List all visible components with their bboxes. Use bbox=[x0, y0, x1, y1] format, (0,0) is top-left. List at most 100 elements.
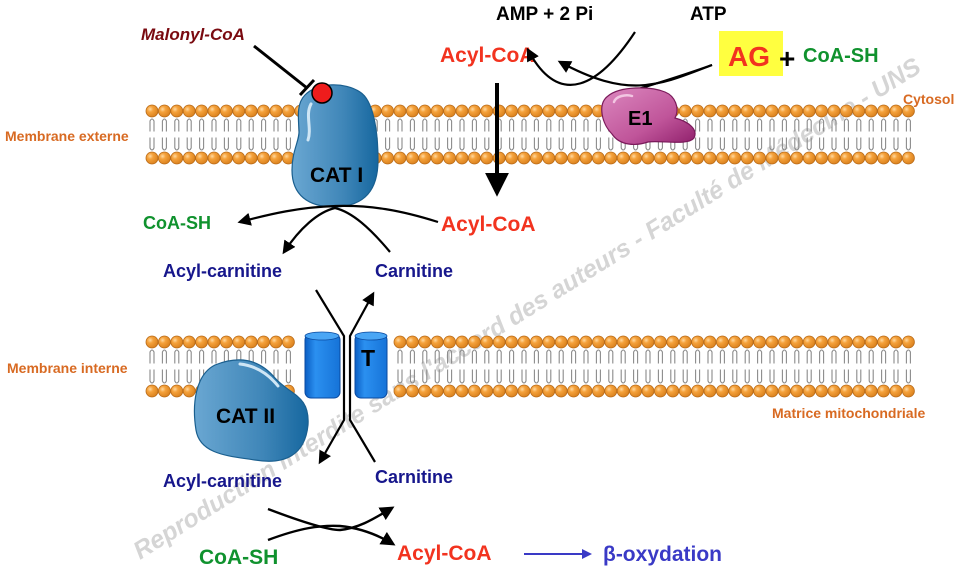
lipid-head bbox=[269, 335, 283, 349]
lipid-tail bbox=[757, 349, 763, 384]
carnitine-transport-line bbox=[348, 291, 376, 463]
lipid-head bbox=[654, 151, 667, 165]
lipid-tail bbox=[484, 118, 490, 151]
lipid-head bbox=[654, 384, 667, 398]
matrix-label: Matrice mitochondriale bbox=[772, 405, 925, 421]
malonyl-binding-site bbox=[311, 82, 333, 104]
lipid-head bbox=[542, 104, 556, 118]
lipid-tail bbox=[843, 118, 849, 151]
lipid-head bbox=[480, 104, 494, 118]
lipid-tail bbox=[670, 349, 676, 384]
lipid-tail bbox=[236, 118, 242, 151]
lipid-tail bbox=[707, 349, 713, 384]
lipid-tail bbox=[620, 349, 626, 384]
inner-membrane bbox=[145, 335, 915, 398]
lipid-head bbox=[902, 335, 915, 349]
lipid-head bbox=[877, 104, 890, 118]
lipid-head bbox=[480, 151, 494, 165]
lipid-tail bbox=[385, 118, 391, 151]
lipid-head bbox=[207, 151, 221, 165]
lipid-head bbox=[753, 104, 766, 118]
lipid-head bbox=[269, 151, 283, 165]
e1-enzyme: E1 bbox=[601, 87, 696, 145]
lipid-head bbox=[703, 335, 717, 349]
lipid-head bbox=[778, 335, 791, 349]
carnitine-intermembrane-label: Carnitine bbox=[375, 261, 453, 281]
lipid-head bbox=[666, 151, 680, 165]
lipid-head bbox=[815, 104, 828, 118]
lipid-head bbox=[740, 335, 754, 349]
lipid-tail bbox=[757, 118, 763, 151]
lipid-head bbox=[889, 384, 903, 398]
lipid-head bbox=[678, 151, 692, 165]
lipid-head bbox=[765, 104, 779, 118]
lipid-head bbox=[517, 151, 531, 165]
lipid-head bbox=[703, 104, 717, 118]
lipid-tail bbox=[397, 118, 403, 151]
lipid-head bbox=[567, 335, 580, 349]
lipid-head bbox=[840, 384, 853, 398]
lipid-head bbox=[728, 384, 742, 398]
lipid-head bbox=[480, 384, 494, 398]
lipid-head bbox=[666, 335, 680, 349]
lipid-tail bbox=[422, 349, 428, 384]
lipid-tail bbox=[223, 118, 229, 151]
lipid-tail bbox=[695, 349, 701, 384]
plus-sign: + bbox=[779, 43, 795, 74]
lipid-tail bbox=[149, 349, 155, 384]
lipid-head bbox=[467, 104, 481, 118]
lipid-head bbox=[802, 384, 816, 398]
lipid-head bbox=[182, 104, 196, 118]
lipid-head bbox=[443, 104, 457, 118]
lipid-tail bbox=[521, 349, 527, 384]
lipid-tail bbox=[434, 349, 440, 384]
lipid-head bbox=[219, 335, 233, 349]
lipid-tail bbox=[831, 118, 837, 151]
cytosol-label: Cytosol bbox=[903, 91, 954, 107]
lipid-head bbox=[728, 151, 742, 165]
amp-label: AMP + 2 Pi bbox=[496, 4, 593, 25]
cat1-arrow-to-acyl-carnitine bbox=[282, 206, 391, 255]
lipid-head bbox=[542, 151, 556, 165]
lipid-tail bbox=[509, 118, 515, 151]
cat1-enzyme: CAT I bbox=[291, 84, 379, 208]
lipid-head bbox=[517, 104, 531, 118]
lipid-tail bbox=[261, 118, 267, 151]
lipid-tail bbox=[186, 118, 192, 151]
lipid-head bbox=[455, 151, 469, 165]
lipid-head bbox=[902, 104, 915, 118]
lipid-head bbox=[381, 151, 395, 165]
inhibition-line bbox=[253, 44, 308, 90]
lipid-head bbox=[852, 384, 866, 398]
lipid-head bbox=[492, 384, 506, 398]
e1-arrow-curve bbox=[635, 63, 713, 92]
lipid-head bbox=[678, 384, 692, 398]
lipid-head bbox=[145, 104, 159, 118]
lipid-head bbox=[691, 335, 704, 349]
lipid-head bbox=[281, 335, 295, 349]
lipid-tail bbox=[744, 118, 750, 151]
lipid-head bbox=[219, 151, 233, 165]
lipid-head bbox=[579, 104, 593, 118]
lipid-tail bbox=[794, 118, 800, 151]
lipid-head bbox=[765, 151, 779, 165]
lipid-head bbox=[530, 151, 543, 165]
lipid-head bbox=[827, 335, 841, 349]
lipid-head bbox=[678, 104, 692, 118]
lipid-head bbox=[753, 384, 766, 398]
lipid-head bbox=[579, 384, 593, 398]
lipid-head bbox=[740, 104, 754, 118]
lipid-head bbox=[840, 335, 853, 349]
lipid-head bbox=[790, 384, 804, 398]
lipid-head bbox=[157, 151, 171, 165]
lipid-tail bbox=[509, 349, 515, 384]
lipid-head bbox=[604, 151, 618, 165]
lipid-tail bbox=[719, 349, 725, 384]
lipid-head bbox=[554, 384, 568, 398]
lipid-head bbox=[567, 104, 580, 118]
lipid-head bbox=[802, 151, 816, 165]
lipid-head bbox=[616, 335, 630, 349]
lipid-head bbox=[244, 151, 258, 165]
lipid-head bbox=[827, 151, 841, 165]
